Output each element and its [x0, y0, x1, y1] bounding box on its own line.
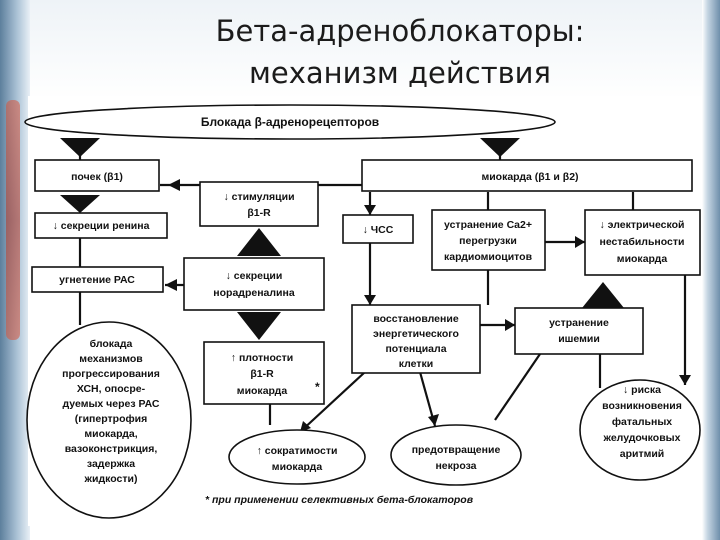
- stimulation-label-2: β1-R: [247, 207, 271, 219]
- ca-label-1: устранение Ca2+: [444, 219, 532, 231]
- renin-label: ↓ секреции ренина: [53, 220, 150, 232]
- line-energy-to-contract: [299, 371, 366, 433]
- ischemia-label-1: устранение: [549, 317, 609, 329]
- arrowhead-to-elec: [575, 236, 585, 248]
- electrical-label-3: миокарда: [617, 253, 668, 265]
- density-box: [203, 341, 325, 405]
- arrowhead-to-ischemia: [505, 319, 515, 331]
- density-label-1: ↑ плотности: [231, 352, 293, 364]
- arrowhead-to-risk: [679, 375, 691, 385]
- necrosis-ellipse: [390, 424, 522, 486]
- arrow-down-norad: [237, 312, 281, 340]
- block-line-4: ХСН, опосре-: [77, 383, 146, 395]
- necrosis-label-2: некроза: [435, 460, 476, 472]
- arrowhead-to-ras: [165, 279, 177, 291]
- contractility-label-2: миокарда: [272, 461, 323, 473]
- top-ellipse-label: Блокада β-адренорецепторов: [201, 115, 379, 129]
- kidney-label: почек (β1): [71, 171, 123, 183]
- arrhythmia-risk-ellipse: [579, 379, 701, 481]
- ras-label: угнетение РАС: [59, 274, 135, 286]
- arrow-up-stim: [237, 228, 281, 256]
- arrowhead-to-energy: [364, 295, 376, 305]
- kidney-box: [34, 159, 160, 192]
- electrical-box: [584, 209, 701, 276]
- slide-title-line2: механизм действия: [249, 56, 551, 90]
- energy-label-3: потенциала: [385, 343, 446, 355]
- block-line-8: вазоконстрикция,: [65, 443, 158, 455]
- ischemia-box: [514, 307, 644, 355]
- ischemia-label-2: ишемии: [558, 333, 600, 345]
- renin-box: [34, 212, 168, 239]
- stimulation-box: [199, 181, 319, 227]
- energy-box: [351, 304, 481, 374]
- background-top: [30, 0, 702, 100]
- arrowhead-to-necrosis: [428, 414, 439, 426]
- risk-line-4: желудочковых: [603, 432, 681, 444]
- block-line-3: прогрессирования: [62, 368, 160, 380]
- electrical-label-2: нестабильности: [600, 236, 685, 248]
- ras-blockade-ellipse: [26, 321, 192, 519]
- risk-line-3: фатальных: [612, 416, 672, 428]
- arrow-down-renin: [60, 195, 100, 213]
- contractility-label-1: ↑ сократимости: [257, 445, 338, 457]
- block-line-9: задержка: [87, 458, 135, 470]
- arrow-down-kidney: [60, 138, 100, 157]
- myocardium-label: миокарда (β1 и β2): [481, 171, 578, 183]
- slide-title: Бета-адреноблокаторы: механизм действия: [120, 10, 680, 94]
- slide-title-line1: Бета-адреноблокаторы:: [215, 14, 585, 48]
- block-line-5: дуемых через РАС: [63, 398, 160, 410]
- arrowhead-to-contract: [300, 421, 311, 432]
- ca-label-2: перегрузки: [459, 235, 517, 247]
- ca-label-3: кардиомиоцитов: [444, 251, 533, 263]
- density-label-3: миокарда: [237, 385, 288, 397]
- flow-arrows: [60, 138, 691, 432]
- energy-label-2: энергетического: [373, 328, 459, 340]
- ras-box: [31, 266, 164, 293]
- block-line-1: блокада: [90, 338, 133, 350]
- density-footnote-mark: *: [315, 380, 320, 394]
- noradrenaline-label-2: норадреналина: [213, 287, 295, 299]
- ras-blockade-text: блокада механизмов прогрессирования ХСН,…: [62, 338, 160, 485]
- arrhythmia-risk-text: ↓ риска возникновения фатальных желудочк…: [602, 384, 682, 460]
- arrow-up-ischemia: [582, 282, 624, 308]
- line-ischemia-to-necrosis: [494, 353, 541, 421]
- block-line-2: механизмов: [79, 353, 143, 365]
- energy-label-1: восстановление: [373, 313, 458, 325]
- stimulation-label-1: ↓ стимуляции: [223, 191, 294, 203]
- footnote: * при применении селективных бета-блокат…: [205, 494, 474, 506]
- risk-line-1: ↓ риска: [623, 384, 661, 396]
- top-ellipse: [24, 104, 556, 140]
- hr-box: [342, 214, 414, 244]
- block-line-7: миокарда,: [84, 428, 137, 440]
- myocardium-box: [361, 159, 693, 192]
- hr-label: ↓ ЧСС: [363, 224, 394, 236]
- contractility-ellipse: [228, 429, 366, 485]
- noradrenaline-label-1: ↓ секреции: [226, 270, 283, 282]
- noradrenaline-box: [183, 257, 325, 311]
- necrosis-label-1: предотвращение: [412, 444, 501, 456]
- ca-overload-box: [431, 209, 546, 271]
- block-line-6: (гипертрофия: [75, 413, 148, 425]
- background-anatomy-right: [702, 0, 720, 540]
- density-label-2: β1-R: [250, 368, 274, 380]
- risk-line-2: возникновения: [602, 400, 682, 412]
- arrowhead-to-hr: [364, 205, 376, 215]
- electrical-label-1: ↓ электрической: [600, 219, 685, 231]
- block-line-10: жидкости): [84, 473, 138, 485]
- background-anatomy-left: [0, 0, 30, 540]
- arrow-down-myocardium: [480, 138, 520, 157]
- energy-label-4: клетки: [399, 358, 433, 370]
- risk-line-5: аритмий: [620, 448, 665, 460]
- arrowhead-to-kidney: [168, 179, 180, 191]
